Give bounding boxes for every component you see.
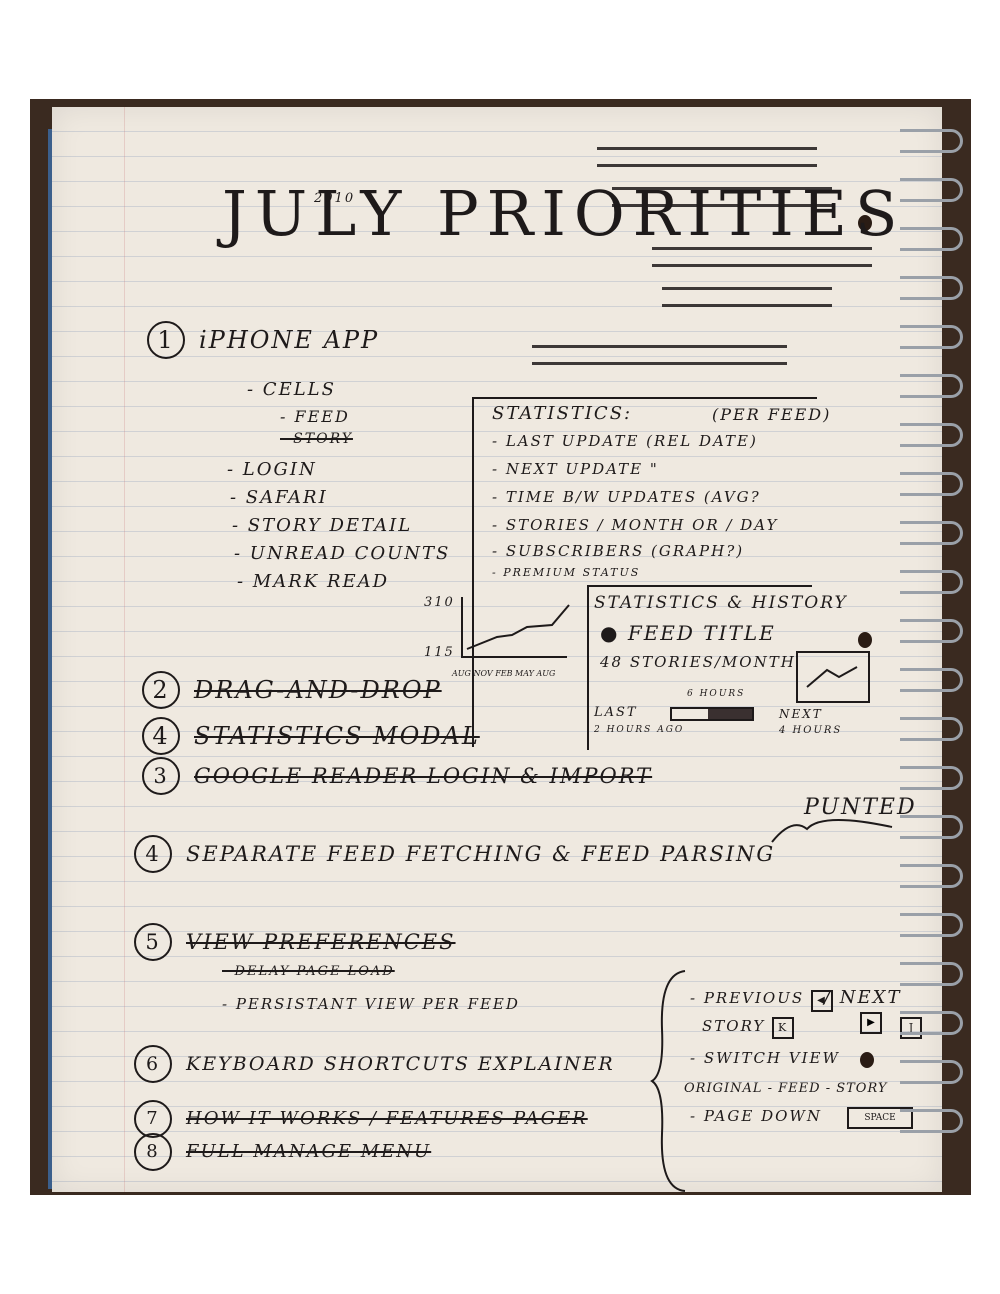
shortcut-page-down: - PAGE DOWN: [690, 1107, 822, 1125]
spiral-coil: [900, 815, 963, 839]
mockup-graph: [796, 651, 870, 703]
mockup-last-ago: 2 HOURS AGO: [594, 725, 685, 735]
punch-hole: [858, 215, 872, 231]
spiral-coil: [900, 864, 963, 888]
scribbled-out-note: [597, 147, 817, 167]
title-year: 2010: [314, 191, 356, 206]
spiral-coil: [900, 1060, 963, 1084]
mockup-hours: 6 HOURS: [687, 689, 746, 699]
mockup-next: NEXT: [779, 707, 823, 721]
scribbled-out-note: [652, 247, 872, 267]
mockup-top-line: [587, 585, 812, 587]
stats-line: - NEXT UPDATE ": [492, 460, 659, 478]
spiral-coil: [900, 521, 963, 545]
shortcut-modes: ORIGINAL - FEED - STORY: [684, 1081, 888, 1096]
spiral-coil: [900, 227, 963, 251]
right-arrow-key-icon: ▶: [860, 1012, 882, 1034]
subitem-safari: - SAFARI: [230, 487, 328, 508]
stats-bracket-line: [472, 397, 474, 747]
spiral-coil: [900, 325, 963, 349]
shortcut-switch-view: - SWITCH VIEW: [690, 1049, 840, 1067]
graph-ymax: 310: [424, 595, 455, 610]
subitem-login: - LOGIN: [227, 459, 317, 480]
spiral-binding: [900, 129, 971, 1159]
stats-line: - TIME B/W UPDATES (AVG?: [492, 488, 761, 506]
stats-bracket-top: [472, 397, 817, 399]
subitem-mark-read: - MARK READ: [237, 571, 390, 592]
scribbled-out-note: [612, 187, 832, 207]
subitem-story: - STORY: [280, 431, 353, 447]
spiral-coil: [900, 472, 963, 496]
mockup-left-line: [587, 585, 589, 750]
mockup-title: STATISTICS & HISTORY: [594, 593, 848, 613]
shortcut-previous: - PREVIOUS ◀: [690, 989, 833, 1012]
key-k: K: [772, 1017, 795, 1039]
stats-line: - SUBSCRIBERS (GRAPH?): [492, 542, 745, 560]
view-pref-subitem: - DELAY PAGE LOAD: [222, 964, 395, 979]
graph-sketch: [461, 597, 570, 658]
spiral-coil: [900, 766, 963, 790]
mockup-stories: 48 STORIES/MONTH: [600, 653, 796, 671]
subitem-story-detail: - STORY DETAIL: [232, 515, 413, 536]
stats-line: - STORIES / MONTH OR / DAY: [492, 516, 779, 534]
curly-brace: [650, 970, 686, 1192]
graph-xlabels: AUG NOV FEB MAY AUG: [452, 669, 556, 678]
spiral-coil: [900, 374, 963, 398]
punted-arrow: [771, 819, 893, 843]
spiral-coil: [900, 1011, 963, 1035]
spiral-coil: [900, 1109, 963, 1133]
spiral-coil: [900, 570, 963, 594]
spiral-coil: [900, 913, 963, 937]
spiral-coil: [900, 129, 963, 153]
subitem-unread-counts: - UNREAD COUNTS: [234, 543, 451, 564]
spiral-coil: [900, 276, 963, 300]
mockup-progress-bar: [670, 707, 754, 721]
shortcut-story: STORY K: [702, 1017, 795, 1039]
mockup-feed-title: ● FEED TITLE: [600, 621, 776, 645]
stats-per-feed: (PER FEED): [712, 405, 832, 424]
shortcut-next: / NEXT: [824, 987, 902, 1008]
subitem-feed: - FEED: [280, 407, 350, 426]
feed-icon: ●: [600, 621, 628, 645]
spiral-coil: [900, 962, 963, 986]
page-title: JULY PRIORITIES: [222, 177, 906, 250]
subitem-cells: - CELLS: [247, 379, 336, 400]
scribbled-out-note: [532, 345, 787, 365]
key-space: SPACE: [847, 1107, 913, 1129]
spiral-coil: [900, 178, 963, 202]
graph-ymin: 115: [424, 645, 455, 660]
spiral-coil: [900, 619, 963, 643]
punch-hole: [860, 1052, 874, 1068]
stats-line: - LAST UPDATE (REL DATE): [492, 432, 758, 450]
stats-line: - PREMIUM STATUS: [492, 566, 641, 579]
spiral-coil: [900, 668, 963, 692]
margin-line: [124, 107, 125, 1192]
stats-heading: STATISTICS:: [492, 403, 633, 424]
spiral-coil: [900, 717, 963, 741]
punch-hole: [858, 632, 872, 648]
mockup-progress-fill: [708, 709, 752, 719]
left-arrow-key-icon: ◀: [810, 990, 833, 1012]
spiral-coil: [900, 423, 963, 447]
mockup-last: LAST: [594, 705, 638, 720]
mockup-next-in: 4 HOURS: [779, 725, 843, 736]
punted-note: PUNTED: [804, 795, 917, 820]
view-pref-subitem: - PERSISTANT VIEW PER FEED: [222, 995, 520, 1013]
scribbled-out-note: [662, 287, 832, 307]
